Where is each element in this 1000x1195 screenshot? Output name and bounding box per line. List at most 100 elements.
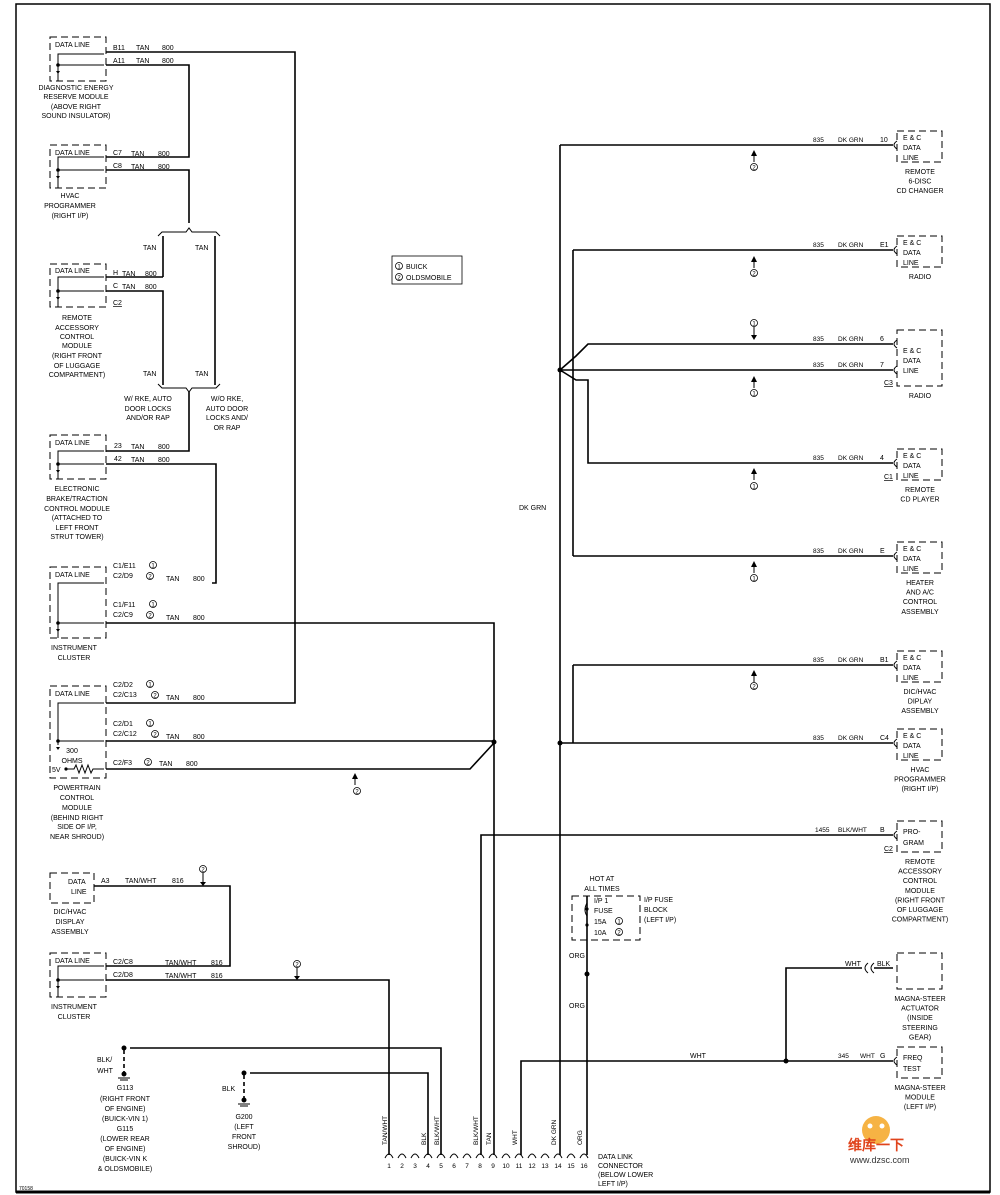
dlc-pin-2: 2 [397,1153,407,1170]
svg-text:TAN: TAN [143,245,156,252]
svg-text:DATA LINE: DATA LINE [55,691,90,698]
svg-text:DISPLAY: DISPLAY [55,919,84,926]
svg-text:42: 42 [114,456,122,463]
svg-text:MAGNA-STEER: MAGNA-STEER [894,1085,945,1092]
svg-text:TAN: TAN [143,371,156,378]
module-hvac-programmer-left: DATA LINE C7 TAN 800 C8 TAN 800 HVAC PRO… [44,144,170,220]
svg-text:TAN: TAN [131,151,144,158]
svg-text:OF ENGINE): OF ENGINE) [105,1106,146,1113]
svg-text:RADIO: RADIO [909,274,932,281]
svg-text:HVAC: HVAC [911,767,930,774]
svg-text:300: 300 [66,748,78,755]
svg-text:OR RAP: OR RAP [214,425,241,432]
svg-text:OHMS: OHMS [62,758,83,765]
svg-text:2: 2 [153,694,157,700]
svg-text:C1: C1 [884,474,893,481]
svg-text:C1/E11: C1/E11 [113,563,136,570]
wire-hvac-c8 [106,169,190,223]
svg-text:HOT AT: HOT AT [590,876,615,883]
svg-text:TAN: TAN [131,457,144,464]
svg-text:REMOTE: REMOTE [905,859,935,866]
svg-text:C8: C8 [113,163,122,170]
svg-text:INSTRUMENT: INSTRUMENT [51,645,98,652]
svg-text:OF LUGGAGE: OF LUGGAGE [897,907,944,914]
svg-text:INSTRUMENT: INSTRUMENT [51,1004,98,1011]
svg-text:DATA: DATA [903,556,921,563]
dlc-pin-6: 6 [449,1153,459,1170]
svg-text:H: H [113,270,118,277]
svg-text:ALL TIMES: ALL TIMES [584,886,620,893]
svg-text:1: 1 [752,577,756,583]
wire-derm-a11 [106,64,190,158]
svg-text:345: 345 [838,1053,849,1060]
svg-text:16: 16 [580,1163,588,1170]
svg-text:MAGNA-STEER: MAGNA-STEER [894,996,945,1003]
svg-text:800: 800 [193,615,205,622]
svg-text:1: 1 [617,920,621,926]
svg-text:www.dzsc.com: www.dzsc.com [849,1155,910,1165]
svg-text:E & C: E & C [903,348,921,355]
svg-text:A3: A3 [101,878,110,885]
svg-text:OF ENGINE): OF ENGINE) [105,1146,146,1153]
svg-text:835: 835 [813,455,824,462]
right-wires [480,144,893,1155]
svg-text:NEAR SHROUD): NEAR SHROUD) [50,834,104,841]
svg-text:(BEHIND RIGHT: (BEHIND RIGHT [51,815,104,822]
svg-text:DIAGNOSTIC ENERGY: DIAGNOSTIC ENERGY [38,85,113,92]
svg-text:ELECTRONIC: ELECTRONIC [54,486,99,493]
svg-text:800: 800 [145,271,157,278]
svg-text:TAN: TAN [166,734,179,741]
svg-text:CD CHANGER: CD CHANGER [896,188,943,195]
svg-text:14: 14 [554,1163,562,1170]
svg-text:TAN: TAN [159,761,172,768]
svg-text:AND A/C: AND A/C [906,590,934,597]
legend-buick: BUICK [406,264,428,271]
svg-text:MODULE: MODULE [62,805,92,812]
svg-text:I/P FUSE: I/P FUSE [644,897,673,904]
svg-text:23: 23 [114,443,122,450]
svg-text:(BUICK-VIN K: (BUICK-VIN K [103,1156,148,1163]
svg-text:C2/D9: C2/D9 [113,573,133,580]
svg-text:(RIGHT I/P): (RIGHT I/P) [52,213,89,220]
svg-text:WHT: WHT [690,1053,707,1060]
svg-text:E & C: E & C [903,453,921,460]
svg-text:816: 816 [211,960,223,967]
svg-text:维库一下: 维库一下 [848,1137,904,1154]
svg-text:15A: 15A [594,919,607,926]
svg-text:BLOCK: BLOCK [644,907,668,914]
svg-text:E & C: E & C [903,655,921,662]
svg-text:ACCESSORY: ACCESSORY [55,325,99,332]
svg-text:ACCESSORY: ACCESSORY [898,869,942,876]
svg-text:TAN: TAN [166,695,179,702]
svg-text:ORG: ORG [569,953,585,960]
svg-text:(RIGHT FRONT: (RIGHT FRONT [100,1096,151,1103]
svg-text:LINE: LINE [903,368,919,375]
svg-text:11: 11 [516,1163,523,1170]
svg-text:(RIGHT FRONT: (RIGHT FRONT [895,897,946,904]
svg-text:LINE: LINE [71,889,87,896]
data-link-connector: DATA LINK CONNECTOR (BELOW LOWER LEFT I/… [382,1116,653,1188]
svg-text:800: 800 [193,695,205,702]
dlc-pin-10: 10 [501,1153,511,1170]
svg-text:B: B [880,827,885,834]
svg-text:1: 1 [397,265,401,271]
figure-id: 70158 [19,1186,33,1192]
wire-derm-b11 [106,51,296,704]
dlc-wire-label: DK GRN [551,1119,558,1145]
svg-text:10: 10 [880,137,888,144]
svg-text:5: 5 [439,1163,443,1170]
svg-text:TAN: TAN [122,284,135,291]
svg-text:800: 800 [158,151,170,158]
svg-text:5V: 5V [52,767,61,774]
splice-bracket-bottom [157,383,221,393]
svg-text:FRONT: FRONT [232,1134,257,1141]
dlc-wire-label: BLK/WHT [434,1116,441,1145]
svg-text:TAN: TAN [195,245,208,252]
svg-text:MODULE: MODULE [905,888,935,895]
svg-text:STEERING: STEERING [902,1025,938,1032]
svg-text:BLK: BLK [877,961,891,968]
